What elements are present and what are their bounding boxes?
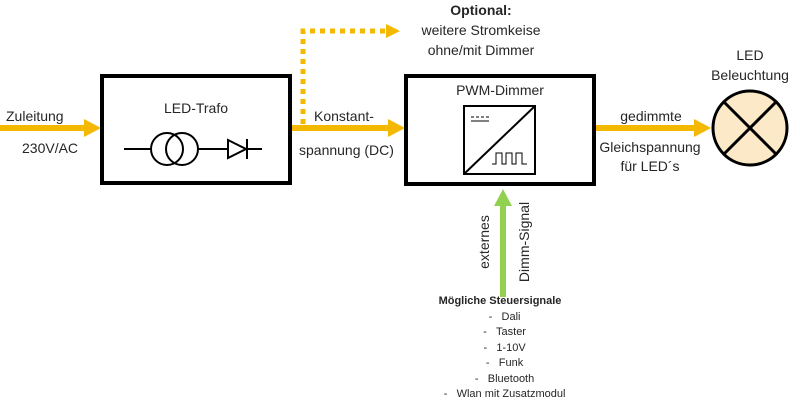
output-label-top: gedimmte	[620, 108, 682, 124]
optional-line1: weitere Stromkeise	[421, 22, 541, 38]
dimmer-title: PWM-Dimmer	[456, 82, 544, 98]
optional-title: Optional:	[450, 2, 512, 18]
list-item: -Funk	[485, 357, 524, 369]
list-item: -Dali	[488, 310, 521, 323]
control-signals-heading: Mögliche Steuersignale	[438, 295, 562, 307]
signal-arrow	[494, 189, 512, 297]
lamp-title-line2: Beleuchtung	[711, 67, 789, 83]
transformer-rectifier-icon	[124, 132, 262, 166]
dimmer-box	[404, 74, 596, 186]
input-arrow	[0, 119, 101, 137]
led-lamp-icon	[711, 89, 789, 167]
output-arrow	[596, 119, 711, 137]
trafo-box	[100, 74, 292, 185]
output-label-mid: Gleichspannung	[599, 139, 701, 155]
input-label-top: Zuleitung	[6, 108, 64, 124]
list-item: -1-10V	[483, 341, 526, 354]
trafo-title: LED-Trafo	[163, 100, 229, 116]
dc-label-bottom: spannung (DC)	[299, 142, 394, 158]
dc-label-top: Konstant-	[314, 108, 374, 124]
list-item: -Wlan mit Zusatzmodul	[443, 388, 566, 400]
list-item: -Bluetooth	[474, 372, 535, 385]
optional-dotted-arrow	[300, 24, 400, 124]
dc-arrow	[292, 119, 405, 137]
list-item: -Taster	[483, 326, 526, 338]
dc-to-pwm-converter-icon	[463, 105, 536, 175]
signal-label-left: externes	[476, 215, 492, 269]
output-label-bottom: für LED´s	[620, 158, 680, 174]
lamp-title-line1: LED	[736, 47, 764, 63]
input-label-bottom: 230V/AC	[22, 140, 79, 156]
control-signals-list: Mögliche Steuersignale -Dali -Taster -1-…	[400, 294, 600, 403]
signal-label-right: Dimm-Signal	[516, 201, 532, 283]
optional-line2: ohne/mit Dimmer	[427, 42, 535, 58]
